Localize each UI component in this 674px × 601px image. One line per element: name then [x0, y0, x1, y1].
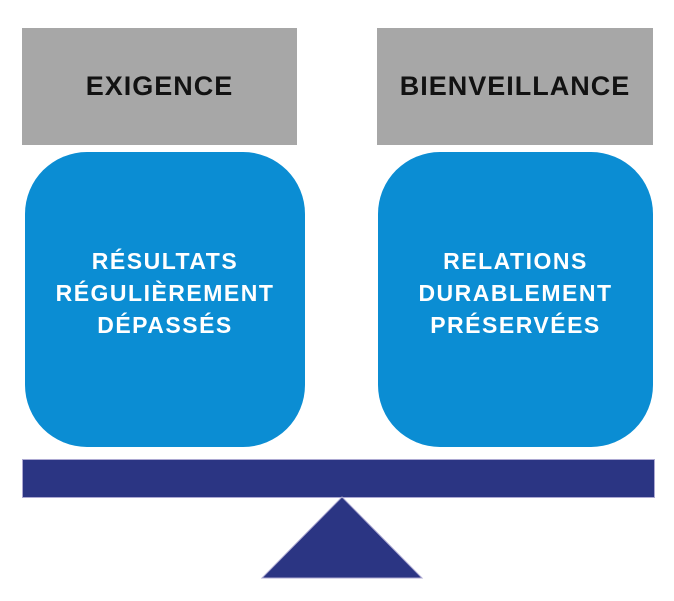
left-pan-box: RÉSULTATS RÉGULIÈREMENT DÉPASSÉS [25, 152, 305, 447]
left-pan-line-2: RÉGULIÈREMENT [55, 279, 275, 306]
left-header-label: EXIGENCE [85, 71, 234, 101]
left-pan-text: RÉSULTATS RÉGULIÈREMENT DÉPASSÉS [56, 245, 275, 341]
balance-beam [22, 459, 655, 498]
right-pan-box: RELATIONS DURABLEMENT PRÉSERVÉES [378, 152, 653, 447]
left-pan-line-1: RÉSULTATS [91, 247, 239, 274]
right-header-box: BIENVEILLANCE [377, 28, 653, 145]
left-pan-line-3: DÉPASSÉS [97, 311, 233, 338]
right-pan-line-2: DURABLEMENT [418, 279, 613, 306]
fulcrum-triangle-icon [260, 496, 424, 579]
left-header-box: EXIGENCE [22, 28, 297, 145]
right-header-label: BIENVEILLANCE [399, 71, 631, 101]
right-pan-text: RELATIONS DURABLEMENT PRÉSERVÉES [418, 245, 612, 341]
right-pan-line-3: PRÉSERVÉES [430, 311, 601, 338]
right-pan-line-1: RELATIONS [443, 247, 588, 274]
